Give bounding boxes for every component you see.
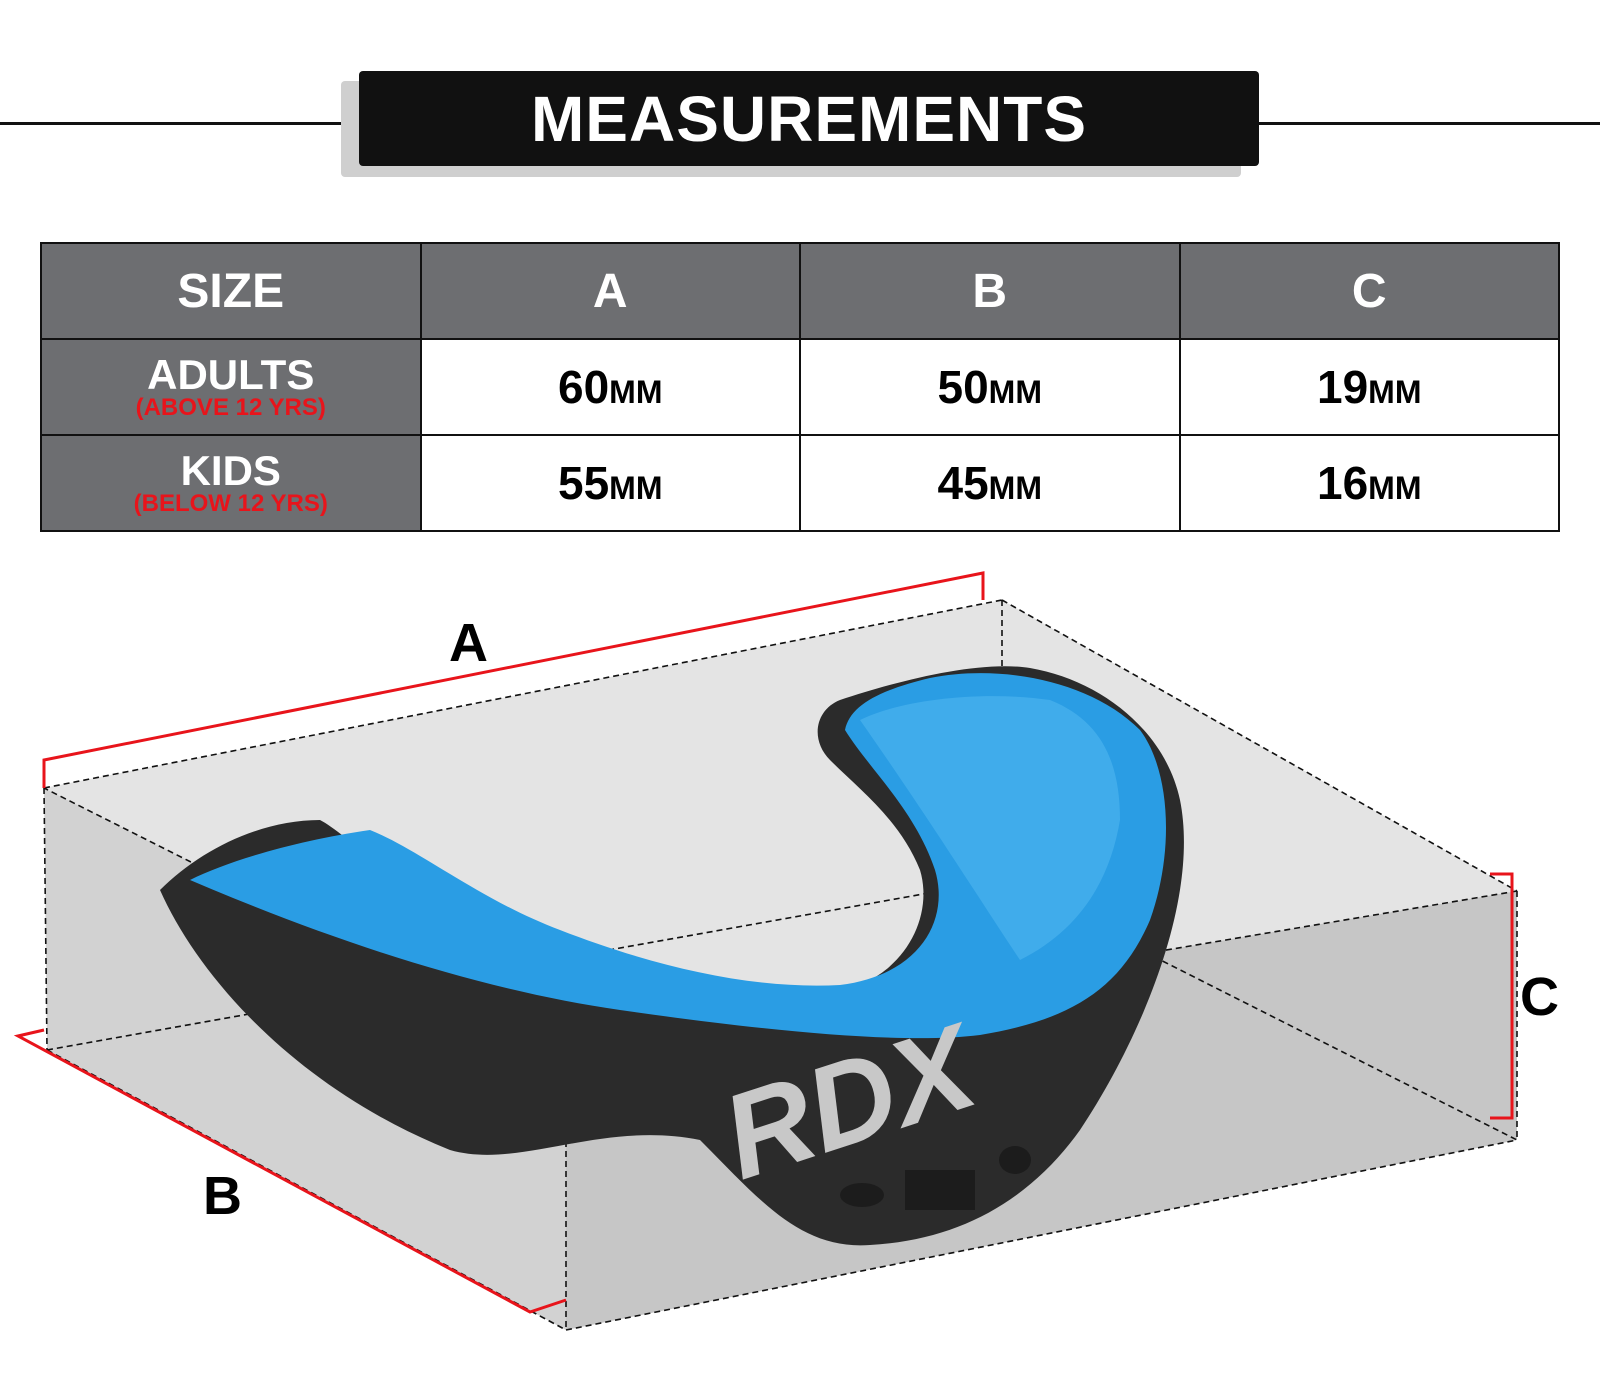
row-header-adults: ADULTS (ABOVE 12 YRS) [40,338,422,436]
dimension-label-c: C [1520,967,1559,1027]
box-diagram-svg: RDX [13,571,1518,1331]
row-header-kids: KIDS (BELOW 12 YRS) [40,434,422,532]
vent-right [999,1146,1031,1174]
vent-center [905,1170,975,1210]
title-banner: MEASUREMENTS [359,71,1259,166]
row-label: KIDS [180,447,281,494]
dimension-line-a [42,571,985,788]
value-number: 19 [1317,361,1369,413]
table-row-adults: ADULTS (ABOVE 12 YRS) 60MM 50MM 19MM [40,338,1560,436]
value-number: 55 [558,457,610,509]
row-sublabel: (BELOW 12 YRS) [133,490,328,517]
value-number: 60 [558,361,610,413]
measurements-table: SIZE A B C ADULTS (ABOVE 12 YRS) 60MM 50… [40,242,1560,532]
value-number: 16 [1317,457,1369,509]
cell-kids-c: 16MM [1178,434,1560,532]
table-row-kids: KIDS (BELOW 12 YRS) 55MM 45MM 16MM [40,434,1560,532]
column-header-a: A [419,242,801,340]
value-number: 50 [937,361,989,413]
cell-adults-b: 50MM [799,338,1181,436]
cell-kids-b: 45MM [799,434,1181,532]
cell-kids-a: 55MM [419,434,801,532]
page-title: MEASUREMENTS [530,82,1088,155]
value-unit: MM [1368,374,1422,410]
cell-adults-c: 19MM [1178,338,1560,436]
mouthguard-blue-highlight [860,696,1120,960]
dimension-label-b: B [203,1166,242,1226]
title-rule-left [0,122,345,125]
column-header-b: B [799,242,1181,340]
value-unit: MM [609,374,663,410]
cell-adults-a: 60MM [419,338,801,436]
value-unit: MM [988,470,1042,506]
column-header-size: SIZE [40,242,422,340]
vent-left [840,1183,884,1207]
dimension-line-b [13,1028,567,1314]
dimension-diagram: RDX A B C [0,560,1600,1386]
title-rule-right [1258,122,1600,125]
row-sublabel: (ABOVE 12 YRS) [135,394,326,421]
value-unit: MM [1368,470,1422,506]
column-header-c: C [1178,242,1560,340]
dimension-line-c [1490,872,1514,1120]
dimension-label-a: A [449,613,488,673]
value-unit: MM [988,374,1042,410]
row-label: ADULTS [147,351,315,398]
value-number: 45 [937,457,989,509]
dimension-lines [13,571,1514,1314]
value-unit: MM [609,470,663,506]
table-header-row: SIZE A B C [40,242,1560,340]
